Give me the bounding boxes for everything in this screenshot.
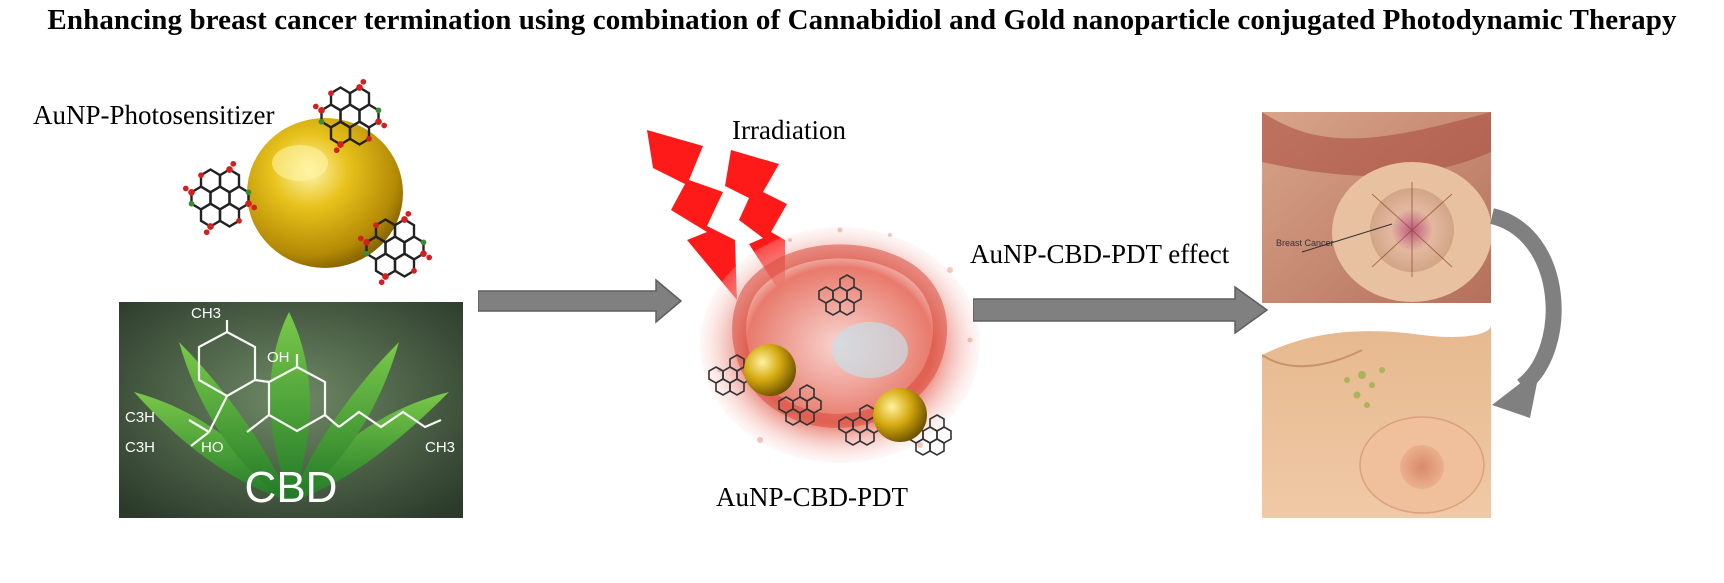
- formula-ch3-top: CH3: [191, 305, 221, 322]
- irradiation-label: Irradiation: [732, 115, 846, 145]
- formula-ch3-right: CH3: [425, 439, 455, 456]
- cannabis-leaf-image: CH3 OH C3H C3H HO CH3 CBD: [119, 302, 463, 518]
- gold-nanoparticle-illustration: [181, 77, 434, 287]
- healthy-breast-image: [1262, 315, 1491, 518]
- formula-ho: HO: [201, 439, 224, 456]
- breast-cancer-annotation: Breast Cancer: [1276, 238, 1334, 248]
- arrow-right-1: [478, 278, 682, 324]
- arrow-right-2: [973, 285, 1269, 335]
- effect-label: AuNP-CBD-PDT effect: [970, 239, 1230, 269]
- cbd-molecule-panel: CH3 OH C3H C3H HO CH3 CBD: [119, 302, 463, 518]
- curved-arrow: [1489, 208, 1562, 418]
- combo-label: AuNP-CBD-PDT: [716, 482, 909, 512]
- formula-oh: OH: [267, 349, 290, 366]
- formula-c3h-2: C3H: [125, 439, 155, 456]
- photosensitizer-label: AuNP-Photosensitizer: [33, 100, 275, 130]
- cbd-big-label: CBD: [245, 463, 338, 512]
- breast-cancer-image: Breast Cancer: [1262, 112, 1491, 303]
- formula-c3h-1: C3H: [125, 409, 155, 426]
- figure-title: Enhancing breast cancer termination usin…: [47, 4, 1677, 36]
- tumor-cell-with-nanoparticles: [700, 227, 980, 463]
